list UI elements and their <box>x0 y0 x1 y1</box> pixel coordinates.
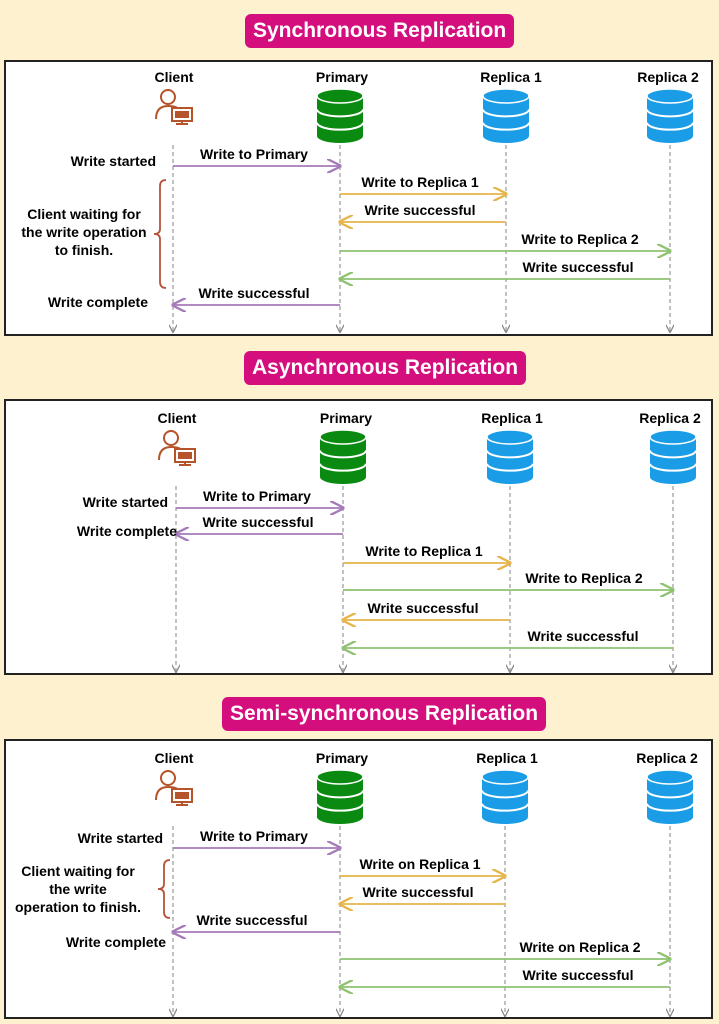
semi-actor-label-client: Client <box>155 750 194 766</box>
async-actor-label-client: Client <box>158 410 197 426</box>
async-message-label: Write successful <box>367 600 478 616</box>
async-replica1-database-icon <box>486 429 534 484</box>
sync-primary-database-icon <box>316 88 364 143</box>
async-message-label: Write successful <box>527 628 638 644</box>
sync-message-label: Write successful <box>522 259 633 275</box>
sync-replica2-database-icon <box>646 88 694 143</box>
sync-actor-label-replica2: Replica 2 <box>637 69 699 85</box>
semi-waiting-label: the write <box>49 881 107 897</box>
sync-actor-label-client: Client <box>155 69 194 85</box>
semi-write-complete-label: Write complete <box>66 934 166 950</box>
sync-actor-label-primary: Primary <box>316 69 368 85</box>
semi-actor-label-replica1: Replica 1 <box>476 750 538 766</box>
sync-write-started-label: Write started <box>71 153 156 169</box>
semi-replica1-database-icon <box>481 769 529 824</box>
sync-write-complete-label: Write complete <box>48 294 148 310</box>
semi-waiting-bracket <box>157 859 171 919</box>
sync-client-icon <box>155 89 193 125</box>
async-actor-label-replica1: Replica 1 <box>481 410 543 426</box>
sync-message-label: Write to Replica 1 <box>361 174 478 190</box>
semi-message-label: Write on Replica 2 <box>519 939 640 955</box>
sync-message-label: Write to Replica 2 <box>521 231 638 247</box>
sync-waiting-label: Client waiting for <box>27 206 141 222</box>
async-message-label: Write to Replica 1 <box>365 543 482 559</box>
sync-message-label: Write successful <box>198 285 309 301</box>
semi-message-label: Write successful <box>522 967 633 983</box>
semi-client-icon <box>155 770 193 806</box>
async-actor-label-primary: Primary <box>320 410 372 426</box>
async-message-label: Write to Primary <box>203 488 311 504</box>
async-title: Asynchronous Replication <box>244 351 527 385</box>
semi-message-label: Write on Replica 1 <box>359 856 480 872</box>
sync-replica1-database-icon <box>482 88 530 143</box>
semi-waiting-label: operation to finish. <box>15 899 141 915</box>
semi-message-label: Write to Primary <box>200 828 308 844</box>
semi-actor-label-replica2: Replica 2 <box>636 750 698 766</box>
async-write-started-label: Write started <box>83 494 168 510</box>
sync-waiting-bracket <box>153 179 167 289</box>
semi-message-label: Write successful <box>362 884 473 900</box>
async-replica2-database-icon <box>649 429 697 484</box>
async-client-icon <box>158 430 196 466</box>
semi-title: Semi-synchronous Replication <box>222 697 547 731</box>
semi-write-started-label: Write started <box>78 830 163 846</box>
async-actor-label-replica2: Replica 2 <box>639 410 701 426</box>
sync-title: Synchronous Replication <box>245 14 515 48</box>
async-message-label: Write successful <box>202 514 313 530</box>
async-message-label: Write to Replica 2 <box>525 570 642 586</box>
async-write-complete-label: Write complete <box>77 523 177 539</box>
sync-message-label: Write to Primary <box>200 146 308 162</box>
async-primary-database-icon <box>319 429 367 484</box>
semi-waiting-label: Client waiting for <box>21 863 135 879</box>
sync-actor-label-replica1: Replica 1 <box>480 69 542 85</box>
sync-message-label: Write successful <box>364 202 475 218</box>
sync-waiting-label: the write operation <box>21 224 146 240</box>
semi-actor-label-primary: Primary <box>316 750 368 766</box>
semi-primary-database-icon <box>316 769 364 824</box>
semi-replica2-database-icon <box>646 769 694 824</box>
semi-message-label: Write successful <box>196 912 307 928</box>
sync-waiting-label: to finish. <box>55 242 113 258</box>
